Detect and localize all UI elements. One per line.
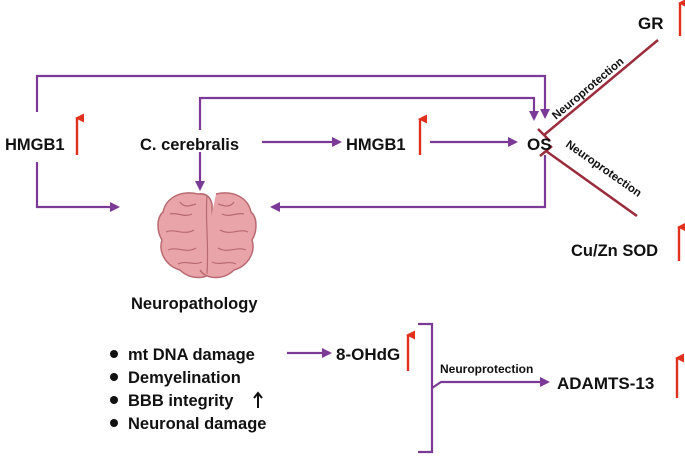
edge-label-neuroprotection-bottom: Neuroprotection — [440, 362, 533, 376]
arrow-bracket-to-adamts — [431, 377, 550, 389]
bracket-bottom — [418, 322, 434, 454]
bullet-item: Neuronal damage — [128, 415, 266, 433]
brain-icon — [157, 192, 257, 279]
inhibit-sod-bar — [539, 145, 553, 157]
bbb-up-arrow-icon — [253, 391, 263, 408]
bullet-item: Demyelination — [128, 369, 241, 387]
bullet-item: BBB integrity — [128, 392, 234, 410]
arrow-left-to-brain — [35, 162, 120, 212]
node-cuzn-sod: Cu/Zn SOD — [571, 242, 658, 260]
arrow-top-loop — [35, 74, 550, 119]
node-hmgb1-left: HMGB1 — [5, 136, 65, 154]
inhibit-gr-bar — [537, 128, 551, 142]
bullet-list: mt DNA damage Demyelination BBB integrit… — [110, 346, 266, 433]
node-adamts-13: ADAMTS-13 — [557, 374, 654, 393]
node-os: OS — [527, 135, 552, 154]
node-gr: GR — [638, 14, 664, 33]
inhibit-sod-to-os — [545, 149, 638, 218]
bullet-item: mt DNA damage — [128, 346, 255, 364]
node-hmgb1-mid: HMGB1 — [346, 136, 406, 154]
inhibit-gr-to-os — [543, 39, 659, 136]
node-c-cerebralis: C. cerebralis — [140, 136, 239, 154]
node-8-ohdg: 8-OHdG — [336, 345, 400, 364]
edge-label-neuroprotection-gr: Neuroprotection — [550, 56, 626, 123]
node-neuropathology: Neuropathology — [131, 295, 258, 313]
arrow-os-to-brain — [270, 155, 547, 212]
arrow-second-loop — [198, 96, 539, 130]
